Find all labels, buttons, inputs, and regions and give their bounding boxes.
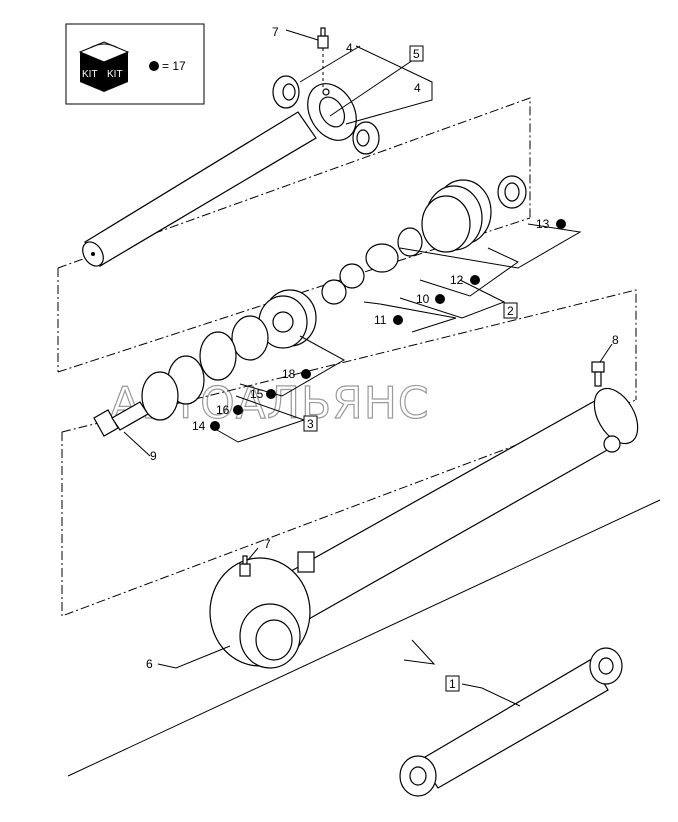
- svg-text:KIT: KIT: [107, 69, 123, 80]
- kit-legend: KIT KIT = 17: [65, 23, 205, 105]
- kit-dot-icon: [301, 369, 311, 379]
- kit-dot-icon: [435, 294, 445, 304]
- callout-7-base: 7: [264, 537, 271, 551]
- cylinder-barrel: [267, 387, 639, 625]
- kit-dot-icon: [149, 61, 159, 71]
- svg-text:KIT: KIT: [82, 69, 98, 80]
- callout-16: 16: [216, 403, 230, 417]
- leader-lines: [123, 29, 613, 707]
- callout-15: 15: [250, 387, 264, 401]
- cylinder-base-eye: [209, 557, 311, 669]
- kit-legend-text: = 17: [162, 59, 186, 73]
- kit-dot-icon: [470, 275, 480, 285]
- callout-3-box: [303, 415, 318, 432]
- callout-4-bottom: 4: [414, 81, 421, 95]
- callout-12: 12: [450, 273, 464, 287]
- kit-dot-icon: [556, 219, 566, 229]
- callout-10: 10: [416, 292, 430, 306]
- kit-dot-icon: [393, 315, 403, 325]
- callout-1: 1: [449, 677, 456, 691]
- callout-18: 18: [282, 367, 296, 381]
- callout-8: 8: [612, 333, 619, 347]
- bolt: [93, 401, 149, 437]
- callout-2: 2: [507, 304, 514, 318]
- callout-5: 5: [413, 47, 420, 61]
- callout-9: 9: [150, 449, 157, 463]
- callout-14: 14: [192, 419, 206, 433]
- piston-rod: [82, 111, 317, 267]
- piston-assembly: [141, 289, 317, 421]
- callout-5-box: [409, 45, 424, 62]
- callout-1-box: [445, 675, 460, 692]
- callout-3: 3: [307, 417, 314, 431]
- kit-box-icon: KIT KIT: [78, 41, 130, 92]
- callout-13: 13: [536, 217, 550, 231]
- bushing-right: [352, 121, 380, 155]
- bushing-left: [272, 75, 300, 109]
- callout-6: 6: [146, 657, 153, 671]
- callouts: 7 4 5 4 13 12 10 2 11 18 15 16 14 3 9 8 …: [146, 25, 619, 692]
- grease-nipple-base: [239, 555, 251, 577]
- rod-eye: [307, 83, 357, 141]
- bleed-screw: [591, 361, 605, 387]
- callout-4-top: 4: [346, 41, 353, 55]
- callout-11: 11: [374, 313, 387, 327]
- complete-cylinder-thumbnail: [399, 639, 623, 797]
- callout-2-box: [503, 302, 518, 319]
- grease-nipple-top: [317, 27, 329, 88]
- callout-7-top: 7: [272, 25, 279, 39]
- kit-dot-icon: [210, 421, 220, 431]
- gland-assembly: [321, 175, 527, 305]
- kit-dot-icon: [266, 389, 276, 399]
- kit-dot-icon: [233, 405, 243, 415]
